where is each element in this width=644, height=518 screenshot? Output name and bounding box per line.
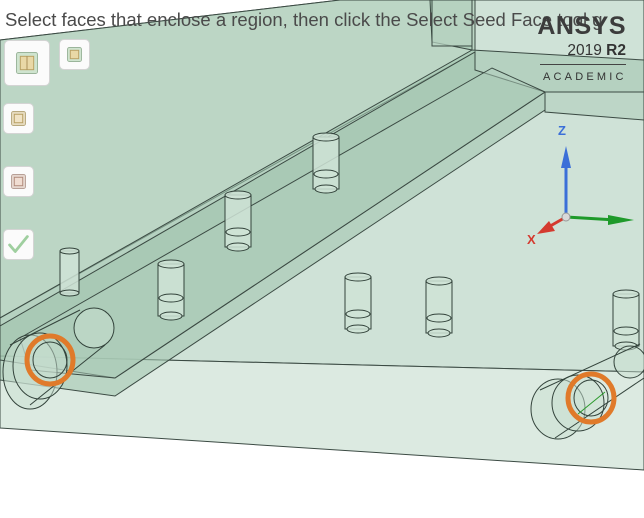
brand-edition: ACADEMIC (543, 71, 627, 83)
ansys-logo: ANSYS 2019 R2 ACADEMIC (537, 10, 638, 86)
seed-face-icon (11, 111, 26, 126)
seed-face-icon (67, 47, 82, 62)
brand-divider (540, 64, 626, 65)
right-block-face[interactable] (544, 91, 644, 121)
y-axis-arrow (608, 215, 634, 225)
seed-face-icon (16, 52, 38, 74)
select-second-faces-button[interactable] (3, 166, 34, 197)
pin[interactable] (312, 132, 340, 194)
select-seed-face-button[interactable] (59, 39, 90, 70)
pin[interactable] (425, 276, 453, 338)
plate-front-face[interactable] (0, 355, 644, 471)
checkmark-icon (8, 235, 29, 253)
seed-face-icon (11, 174, 26, 189)
z-axis-label: Z (558, 123, 566, 138)
pin[interactable] (344, 272, 372, 334)
back-wall-face[interactable] (0, 0, 476, 319)
pin[interactable] (157, 259, 185, 321)
select-boundary-faces-button[interactable] (3, 103, 34, 134)
x-axis-label: X (527, 232, 536, 247)
selected-edges[interactable] (24, 333, 617, 425)
corner-pillar[interactable] (431, 0, 473, 47)
right-bore[interactable] (530, 343, 644, 440)
brand-version: 2019 R2 (567, 42, 626, 59)
pin[interactable] (224, 190, 252, 252)
pin[interactable] (612, 289, 640, 351)
complete-button[interactable] (3, 229, 34, 260)
z-axis-arrow (561, 146, 571, 168)
select-region-faces-button[interactable] (4, 40, 50, 86)
status-prompt: Select faces that enclose a region, then… (5, 9, 603, 30)
pin[interactable] (59, 247, 80, 297)
selected-hole-edge-right[interactable] (565, 371, 617, 425)
brand-name: ANSYS (537, 12, 626, 40)
selected-hole-edge-left[interactable] (24, 333, 76, 387)
coordinate-triad[interactable]: Z X (520, 116, 644, 250)
pin-group (59, 132, 640, 351)
x-axis-arrow (537, 221, 555, 234)
